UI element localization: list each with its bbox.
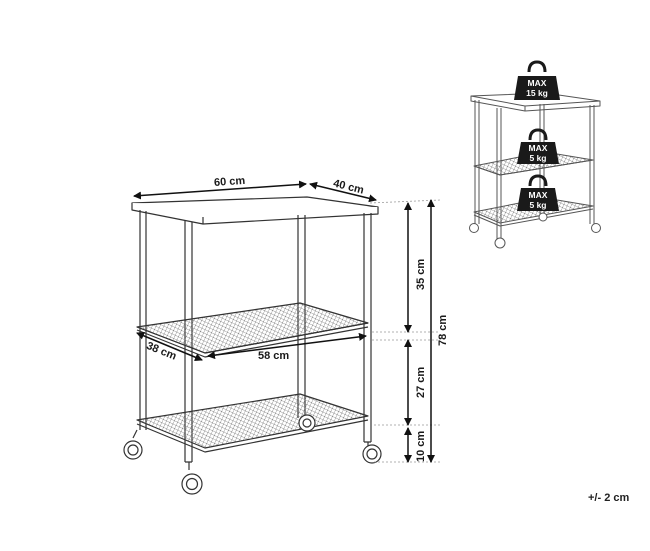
width-arrow <box>133 180 307 200</box>
bottom-clearance-label: 10 cm <box>415 431 427 462</box>
back-leg-left <box>139 210 147 430</box>
weight-top-max: MAX <box>528 78 547 88</box>
weight-middle: MAX 5 kg <box>517 128 559 164</box>
weight-top: MAX 15 kg <box>514 60 560 100</box>
projection-lines <box>369 199 441 463</box>
weight-bottom-max: MAX <box>529 190 548 200</box>
total-height-label: 78 cm <box>437 315 449 346</box>
weight-top-kg: 15 kg <box>526 88 548 98</box>
weight-middle-kg: 5 kg <box>529 153 546 163</box>
upper-gap-label: 35 cm <box>415 259 427 290</box>
shelf-depth-arrow <box>136 331 203 362</box>
load-trolley <box>469 92 601 249</box>
depth-arrow <box>309 181 377 203</box>
tolerance-note: +/- 2 cm <box>588 492 630 504</box>
weight-bottom: MAX 5 kg <box>517 174 559 211</box>
bottom-shelf <box>136 393 369 449</box>
wheel-back-left <box>123 429 143 460</box>
dimension-arrows <box>133 180 435 463</box>
weight-middle-max: MAX <box>529 143 548 153</box>
shelf-width-label: 58 cm <box>258 350 289 362</box>
width-label: 60 cm <box>214 175 246 189</box>
middle-gap-label: 27 cm <box>415 367 427 398</box>
middle-shelf <box>136 302 369 354</box>
wheel-front-right <box>362 442 382 464</box>
weight-bottom-kg: 5 kg <box>529 200 546 210</box>
wheel-back-right <box>298 414 316 432</box>
shelf-width-arrow <box>207 332 367 360</box>
wheel-front-left <box>181 462 203 495</box>
